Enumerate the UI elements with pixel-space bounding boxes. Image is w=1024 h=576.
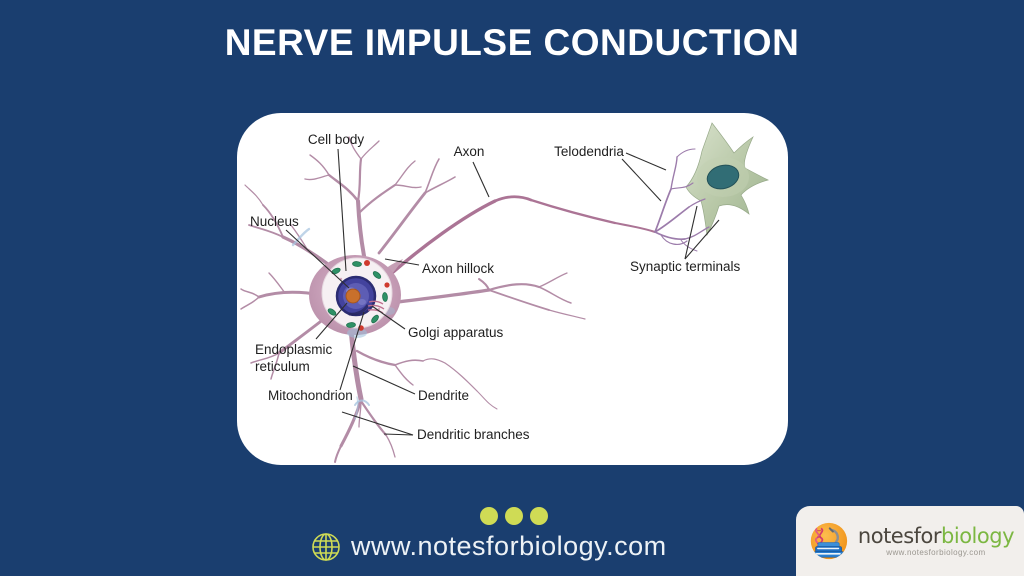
accent-dot: [505, 507, 523, 525]
label-endoplasmic-reticulum-line1: Endoplasmic: [255, 342, 333, 357]
label-golgi-apparatus: Golgi apparatus: [408, 325, 504, 340]
accent-dot: [480, 507, 498, 525]
diagram-card: Cell body Axon Telodendria Nucleus Axon …: [237, 113, 788, 465]
logo-card: notesforbiology www.notesforbiology.com: [796, 506, 1024, 576]
nucleolus: [345, 288, 361, 304]
logo-brand-part2: biology: [941, 523, 1014, 548]
soma: [309, 255, 401, 338]
accent-dots: [480, 507, 548, 525]
label-synaptic-terminals: Synaptic terminals: [630, 259, 741, 274]
label-dendrite: Dendrite: [418, 388, 469, 403]
diagram-labels: Cell body Axon Telodendria Nucleus Axon …: [250, 132, 741, 442]
page-title: NERVE IMPULSE CONDUCTION: [224, 22, 800, 63]
target-cell: [685, 122, 769, 237]
accent-dot: [530, 507, 548, 525]
label-endoplasmic-reticulum-line2: reticulum: [255, 359, 310, 374]
mitochondria-organelles: [327, 261, 388, 328]
globe-icon: [312, 532, 340, 561]
footer-website: www.notesforbiology.com: [351, 531, 667, 561]
logo-website: www.notesforbiology.com: [886, 547, 986, 557]
label-axon: Axon: [454, 144, 485, 159]
label-nucleus: Nucleus: [250, 214, 299, 229]
logo-brand: notesforbiology: [857, 523, 1015, 548]
neuron-diagram: Cell body Axon Telodendria Nucleus Axon …: [240, 122, 769, 463]
logo-emblem-icon: [810, 522, 848, 560]
telodendria-branches: [654, 148, 710, 252]
footer: www.notesforbiology.com: [311, 531, 667, 562]
label-dendritic-branches: Dendritic branches: [417, 427, 530, 442]
axon-path: [390, 195, 656, 275]
target-cell-nucleus: [706, 164, 740, 190]
label-telodendria: Telodendria: [554, 144, 624, 159]
label-mitochondrion: Mitochondrion: [268, 388, 353, 403]
logo-text: notesforbiology www.notesforbiology.com: [857, 523, 1015, 557]
books-icon: [813, 542, 845, 558]
logo-brand-part1: notesfor: [857, 523, 942, 548]
leader-lines: [285, 148, 720, 436]
dendrites: [240, 136, 586, 463]
label-cell-body: Cell body: [308, 132, 365, 147]
nucleus-graphic: [335, 275, 377, 317]
label-axon-hillock: Axon hillock: [422, 261, 494, 276]
